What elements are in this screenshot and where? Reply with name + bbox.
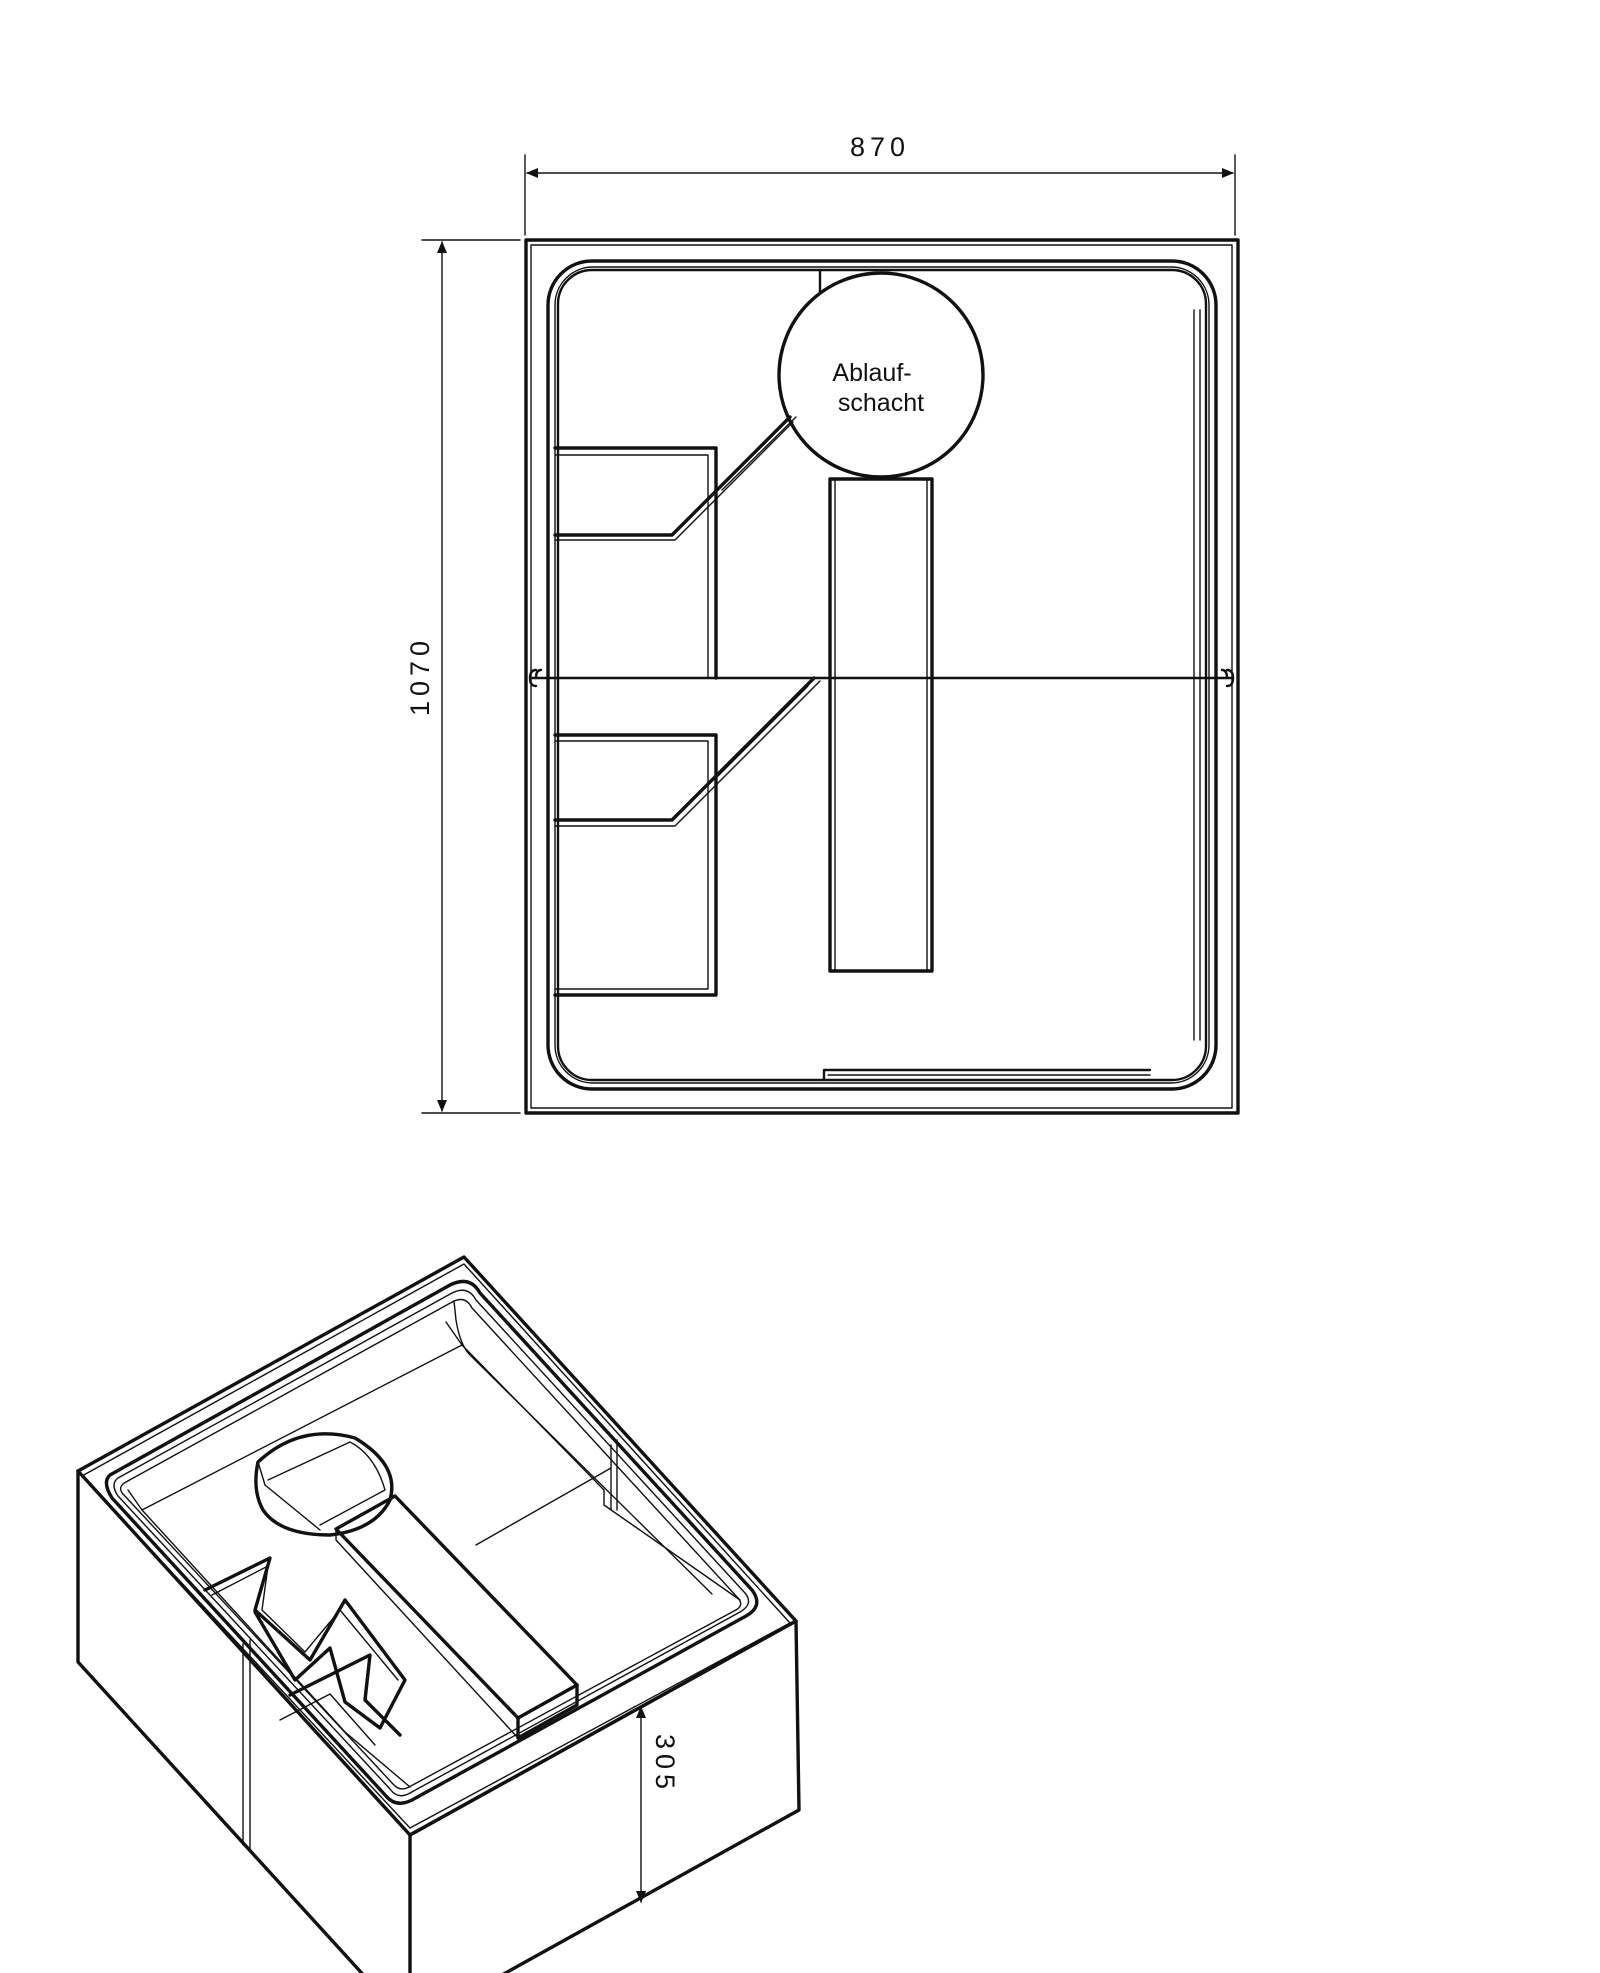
center-support-bar [828,477,934,973]
drain-shaft-circle [777,271,985,479]
height-dimension-text: 305 [650,1734,680,1794]
drain-shaft-label-line2: schacht [838,389,924,417]
support-rib-upper [553,415,797,680]
width-dimension-text: 870 [850,132,910,162]
isometric-view: 305 [76,1255,801,1973]
width-dimension: 870 [524,132,1236,236]
iso-drain-shaft [254,1432,394,1537]
length-dimension-text: 1070 [405,636,435,716]
iso-center-bar [334,1494,579,1720]
iso-left-front-face [76,1469,412,1973]
iso-support-ribs [203,1556,407,1730]
iso-basin-rim [104,1279,759,1805]
drain-shaft-label-line1: Ablauf- [832,359,911,387]
plan-view: 870 1070 [405,132,1240,1115]
tray-rim-inner [556,268,1208,1082]
right-clip-icon [1220,668,1235,688]
iso-right-front-face [408,1619,801,1973]
tray-rim-outer [546,259,1218,1091]
left-clip-icon [528,668,543,688]
iso-top-rim [76,1255,798,1837]
length-dimension: 1070 [405,239,521,1114]
outer-frame [524,238,1240,1115]
support-rib-lower [553,676,821,997]
height-dimension: 305 [636,1706,680,1903]
